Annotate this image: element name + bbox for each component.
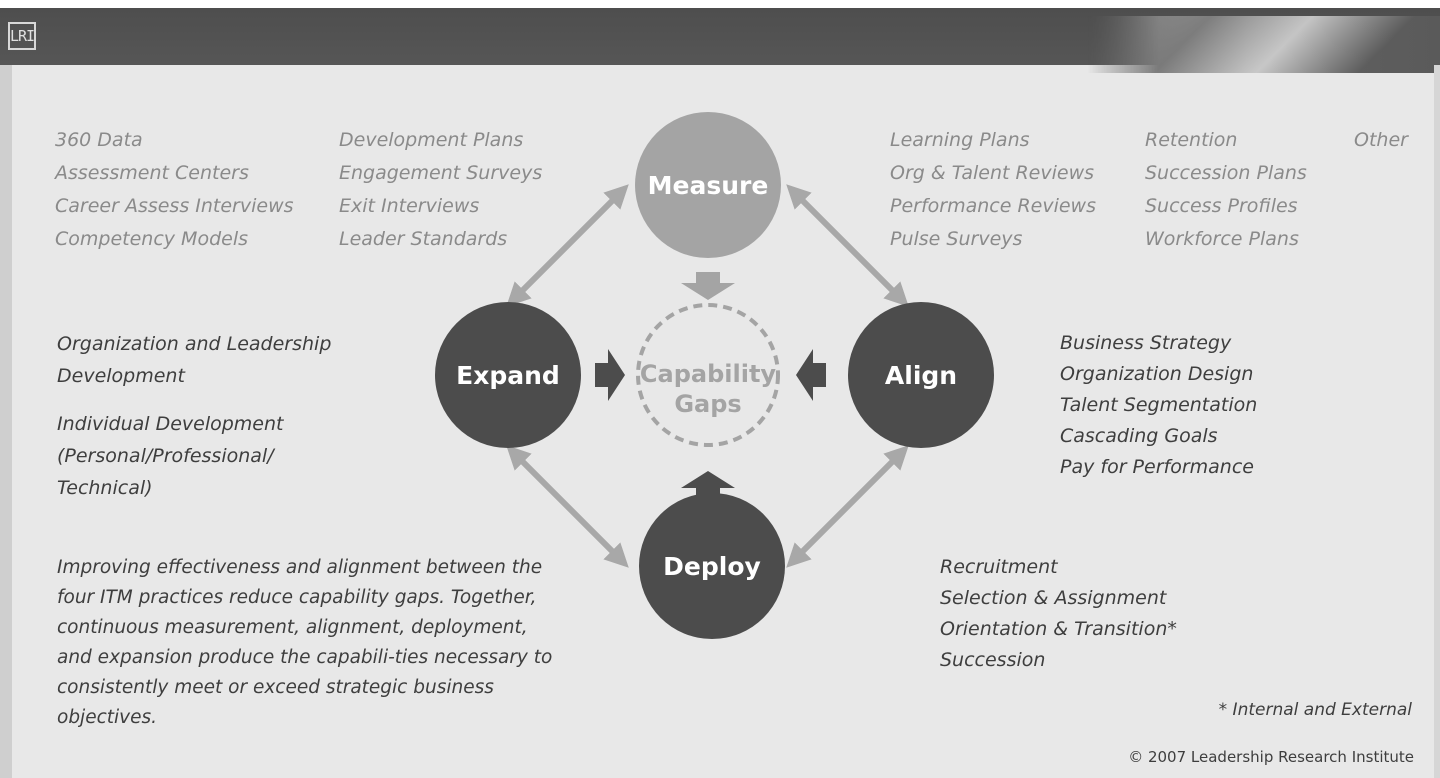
expand-label: Expand xyxy=(456,361,560,390)
header-photo-collage xyxy=(1088,16,1440,73)
list-item: Exit Interviews xyxy=(339,195,480,217)
list-item: Organization Design xyxy=(1060,363,1254,385)
list-item: Competency Models xyxy=(55,228,249,250)
align-list: Business Strategy Organization Design Ta… xyxy=(1060,328,1257,483)
list-item: Orientation & Transition* xyxy=(940,618,1177,640)
measure-list-col4: Retention Succession Plans Success Profi… xyxy=(1145,124,1307,256)
arrow-align-deploy xyxy=(786,445,909,568)
capability-gaps-circle xyxy=(636,303,780,447)
expand-circle xyxy=(435,302,581,448)
center-label-line2: Gaps xyxy=(674,390,741,418)
list-item: Assessment Centers xyxy=(55,162,249,184)
arrow-measure-align xyxy=(786,184,909,307)
list-item: Career Assess Interviews xyxy=(55,195,294,217)
measure-list-col3: Learning Plans Org & Talent Reviews Perf… xyxy=(890,124,1096,256)
copyright: © 2007 Leadership Research Institute xyxy=(1128,748,1414,766)
arrow-right-icon xyxy=(595,349,625,401)
center-label-line1: Capability xyxy=(640,360,777,388)
measure-label: Measure xyxy=(648,171,769,200)
list-item: Other xyxy=(1354,129,1408,151)
list-item: Selection & Assignment xyxy=(940,587,1167,609)
list-item: Cascading Goals xyxy=(1060,425,1218,447)
deploy-circle xyxy=(639,493,785,639)
header-bar: LRI xyxy=(0,0,1440,73)
summary-paragraph: Improving effectiveness and alignment be… xyxy=(57,557,553,728)
align-circle xyxy=(848,302,994,448)
deploy-list: Recruitment Selection & Assignment Orien… xyxy=(940,552,1177,676)
footnote: * Internal and External xyxy=(1218,700,1412,720)
arrow-down-icon xyxy=(681,272,735,300)
list-item: Succession xyxy=(940,649,1046,671)
arrow-measure-expand xyxy=(506,184,629,307)
expand-description-1: Organization and Leadership Development xyxy=(57,333,332,387)
measure-list-col5: Other xyxy=(1354,124,1408,157)
left-margin-strip xyxy=(0,65,12,778)
list-item: Development Plans xyxy=(339,129,524,151)
list-item: Retention xyxy=(1145,129,1238,151)
list-item: Workforce Plans xyxy=(1145,228,1299,250)
list-item: Org & Talent Reviews xyxy=(890,162,1095,184)
measure-list-col1: 360 Data Assessment Centers Career Asses… xyxy=(55,124,294,256)
list-item: Business Strategy xyxy=(1060,332,1232,354)
list-item: 360 Data xyxy=(55,129,143,151)
list-item: Recruitment xyxy=(940,556,1058,578)
align-label: Align xyxy=(885,361,957,390)
list-item: Talent Segmentation xyxy=(1060,394,1258,416)
arrow-left-icon xyxy=(796,349,826,401)
lri-logo: LRI xyxy=(8,22,36,50)
right-margin-strip xyxy=(1434,65,1440,778)
list-item: Leader Standards xyxy=(339,228,508,250)
list-item: Succession Plans xyxy=(1145,162,1307,184)
list-item: Performance Reviews xyxy=(890,195,1096,217)
list-item: Success Profiles xyxy=(1145,195,1298,217)
list-item: Engagement Surveys xyxy=(339,162,543,184)
list-item: Pay for Performance xyxy=(1060,456,1254,478)
measure-circle xyxy=(635,112,781,258)
expand-description-2: Individual Development (Personal/Profess… xyxy=(57,413,284,499)
list-item: Pulse Surveys xyxy=(890,228,1023,250)
list-item: Learning Plans xyxy=(890,129,1030,151)
measure-list-col2: Development Plans Engagement Surveys Exi… xyxy=(339,124,542,256)
arrow-expand-deploy xyxy=(506,445,629,568)
deploy-label: Deploy xyxy=(663,552,761,581)
arrow-up-icon xyxy=(681,471,735,502)
